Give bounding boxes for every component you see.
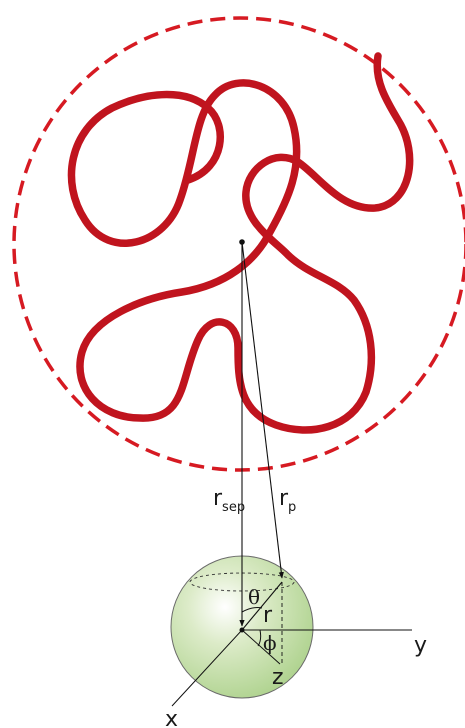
latitude-ellipse xyxy=(189,572,295,592)
phi-label: ϕ xyxy=(263,631,277,655)
phi-arc xyxy=(257,629,262,647)
z-direction-line xyxy=(241,629,281,665)
z-axis-label: z xyxy=(272,665,284,690)
sphere-center-dot xyxy=(239,627,245,633)
x-axis-label: x xyxy=(165,707,178,728)
r-p-label: rp xyxy=(279,486,296,515)
theta-arc xyxy=(241,607,263,613)
y-axis-label: y xyxy=(414,633,427,658)
r-sep-label: rsep xyxy=(213,486,245,515)
theta-label: θ xyxy=(248,585,260,609)
x-axis-line xyxy=(171,629,243,707)
polymer-boundary-circle xyxy=(12,16,465,472)
polymer-chain xyxy=(67,52,414,434)
r-label: r xyxy=(263,603,273,628)
r-vector xyxy=(241,581,283,631)
r-p-vector xyxy=(241,241,284,579)
